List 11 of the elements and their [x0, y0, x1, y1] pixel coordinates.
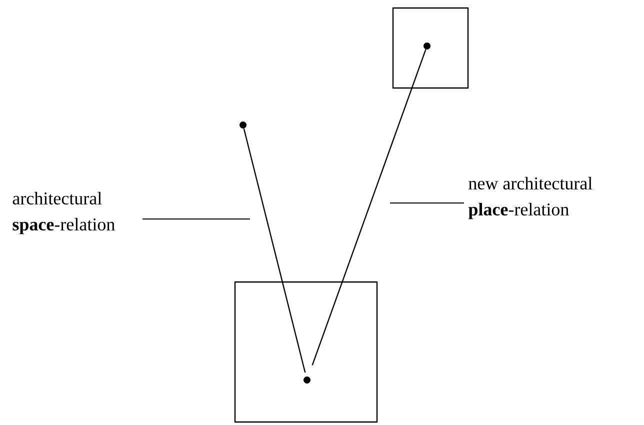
line [312, 49, 426, 366]
dot [424, 42, 430, 50]
dot [304, 376, 310, 384]
line [243, 128, 306, 373]
square-box [234, 281, 378, 423]
caption-text: new architectural place-relation [468, 176, 592, 220]
dot [240, 122, 246, 128]
caption-text: architectural space-relation [12, 192, 115, 234]
leader-line [390, 202, 464, 204]
square-box [392, 7, 469, 89]
leader-line [142, 218, 250, 220]
